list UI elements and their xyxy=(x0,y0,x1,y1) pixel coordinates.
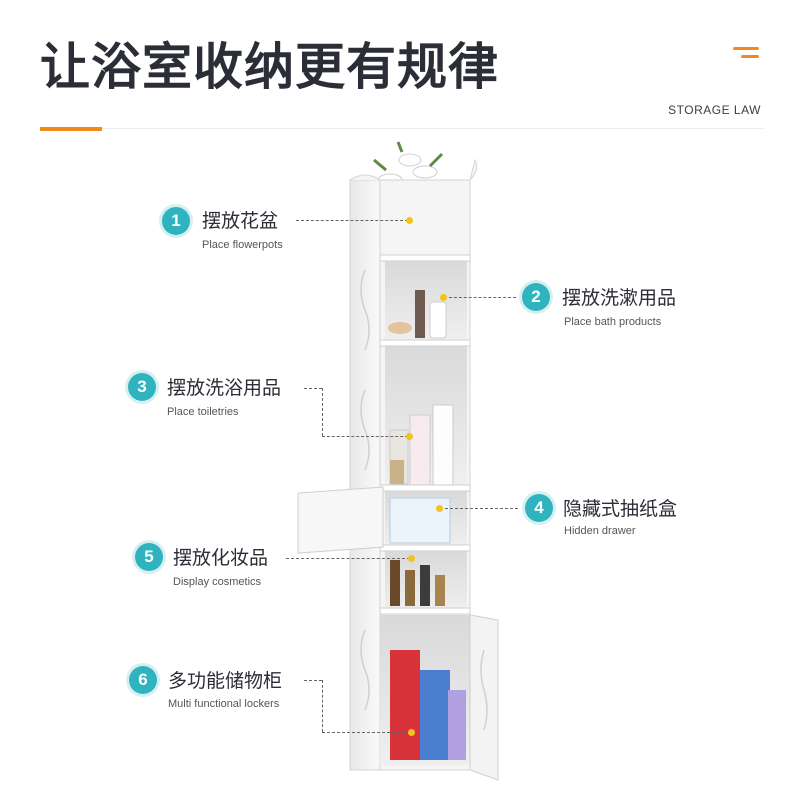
callout-label-zh: 摆放花盆 xyxy=(202,210,279,232)
callout-label-zh: 摆放化妆品 xyxy=(173,547,269,569)
callout-label-zh: 摆放洗浴用品 xyxy=(167,377,282,399)
callout-badge-4: 4 xyxy=(525,494,553,522)
callout-leader-line xyxy=(444,297,516,298)
callout-leader-line xyxy=(304,680,322,681)
callout-label-en: Display cosmetics xyxy=(173,576,262,588)
header-accent-bar xyxy=(40,127,102,131)
callout-label-en: Place flowerpots xyxy=(202,239,283,251)
callout-marker xyxy=(406,217,413,224)
header-divider xyxy=(40,128,764,129)
callout-marker xyxy=(436,505,443,512)
callout-marker xyxy=(406,433,413,440)
callout-leader-line xyxy=(322,388,323,436)
callout-badge-5: 5 xyxy=(135,543,163,571)
callout-marker xyxy=(440,294,447,301)
callout-label-en: Place bath products xyxy=(564,316,662,328)
page-title: 让浴室收纳更有规律 xyxy=(40,38,499,96)
callout-badge-6: 6 xyxy=(129,666,157,694)
callout-label-en: Place toiletries xyxy=(167,406,239,418)
callout-leader-line xyxy=(322,436,408,437)
callout-leader-line xyxy=(304,388,322,389)
callout-marker xyxy=(408,729,415,736)
callout-leader-line xyxy=(322,732,410,733)
callout-label-zh: 隐藏式抽纸盒 xyxy=(563,498,678,520)
callout-badge-1: 1 xyxy=(162,207,190,235)
callout-leader-line xyxy=(286,558,410,559)
callout-label-en: Multi functional lockers xyxy=(168,698,280,710)
callout-label-zh: 多功能储物柜 xyxy=(168,670,283,692)
cabinet-product-image xyxy=(297,141,499,781)
callout-marker xyxy=(408,555,415,562)
page-subtitle: STORAGE LAW xyxy=(668,103,761,117)
menu-icon[interactable] xyxy=(733,47,759,61)
callout-leader-line xyxy=(322,680,323,732)
callout-leader-line xyxy=(440,508,518,509)
callout-label-zh: 摆放洗漱用品 xyxy=(562,287,677,309)
callout-badge-3: 3 xyxy=(128,373,156,401)
callout-leader-line xyxy=(296,220,408,221)
callout-badge-2: 2 xyxy=(522,283,550,311)
callout-label-en: Hidden drawer xyxy=(564,525,636,537)
